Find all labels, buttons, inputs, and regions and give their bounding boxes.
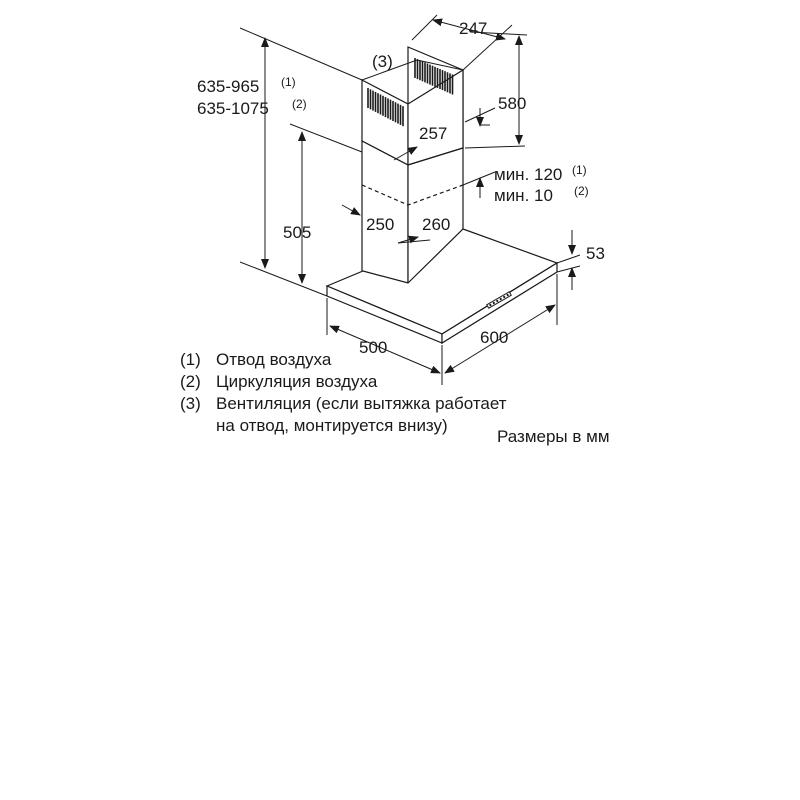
label-chimney-width: 247 [459, 19, 487, 38]
legend-item-continuation: на отвод, монтируется внизу) [216, 416, 448, 435]
label-min-overlap-1: мин. 120 [494, 165, 562, 184]
legend-item-text: Отвод воздуха [216, 350, 332, 369]
label-total-height-1: 635-965 [197, 77, 259, 96]
label-canopy-width: 500 [359, 338, 387, 357]
label-chimney-callout: (3) [372, 52, 393, 71]
label-total-height-1-ref: (1) [281, 75, 296, 89]
label-min-overlap-2: мин. 10 [494, 186, 553, 205]
label-lower-chimney-width: 250 [366, 215, 394, 234]
label-min-overlap-1-ref: (1) [572, 163, 587, 177]
legend-item-text: Циркуляция воздуха [216, 372, 378, 391]
label-canopy-thickness: 53 [586, 244, 605, 263]
legend-item-text: Вентиляция (если вытяжка работает [216, 394, 507, 413]
vent-grille-icon [367, 58, 454, 127]
units-note: Размеры в мм [497, 427, 610, 446]
label-total-height-2-ref: (2) [292, 97, 307, 111]
dimension-lines [239, 14, 581, 385]
legend: (1) Отвод воздуха (2) Циркуляция воздуха… [180, 349, 507, 437]
legend-item: (2) Циркуляция воздуха [180, 371, 507, 393]
legend-item: (3) Вентиляция (если вытяжка работает [180, 393, 507, 415]
label-upper-chimney-depth: 257 [419, 124, 447, 143]
legend-item-number: (2) [180, 372, 201, 391]
label-total-height-2: 635-1075 [197, 99, 269, 118]
label-canopy-to-top: 505 [283, 223, 311, 242]
label-min-overlap-2-ref: (2) [574, 184, 589, 198]
legend-item: (1) Отвод воздуха [180, 349, 507, 371]
legend-item-number: (1) [180, 350, 201, 369]
label-lower-chimney-depth: 260 [422, 215, 450, 234]
legend-item-number: (3) [180, 394, 201, 413]
label-canopy-depth: 600 [480, 328, 508, 347]
label-upper-chimney-height: 580 [498, 94, 526, 113]
